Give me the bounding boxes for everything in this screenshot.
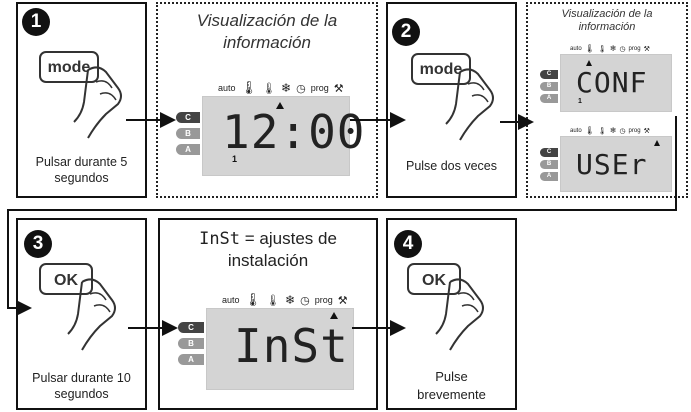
lcd-display — [206, 308, 354, 390]
indicator-arrow-icon — [330, 312, 338, 319]
mode-a-indicator: A — [178, 354, 204, 365]
mode-b-indicator: B — [540, 82, 558, 91]
ok-button-label: OK — [422, 272, 446, 289]
display-icon-row: auto 🌡 🌡 ❄ ◷ prog ⚒ — [570, 44, 650, 53]
mode-button-label: mode — [48, 59, 91, 76]
thermometer-small-icon: 🌡 — [262, 82, 277, 95]
step-3-panel: 3 OK Pulsar durante 10 segundos — [16, 218, 147, 410]
mode-a-indicator: A — [176, 144, 200, 155]
mode-b-indicator: B — [178, 338, 204, 349]
step-number: 1 — [22, 8, 50, 36]
auto-label: auto — [218, 83, 236, 93]
visualization-title: Visualización de la información — [196, 11, 338, 52]
inst-description: = ajustes de instalación — [227, 229, 337, 270]
thermometer-icon: 🌡 — [584, 44, 595, 53]
mode-a-indicator: A — [540, 172, 558, 181]
hand-pressing-button-icon: mode — [39, 51, 122, 139]
prog-label: prog — [310, 83, 329, 93]
config-display-panel: Visualización de la información auto 🌡 🌡… — [526, 2, 688, 198]
display-icon-row: auto 🌡 🌡 ❄ ◷ prog ⚒ — [218, 80, 344, 96]
hand-pressing-button-icon: mode — [411, 53, 494, 141]
thermometer-icon: 🌡 — [240, 80, 258, 95]
step-1-panel: 1 mode Pulsar durante 5 segundos — [16, 2, 147, 198]
hand-pressing-button-icon: OK — [407, 263, 484, 351]
thermometer-small-icon: 🌡 — [597, 45, 607, 53]
step-2-caption: Pulse dos veces — [405, 159, 498, 173]
thermometer-small-icon: 🌡 — [597, 127, 607, 135]
day-number: 1 — [578, 98, 582, 105]
mode-c-indicator: C — [540, 148, 558, 157]
step-1-caption: Pulsar durante 5 segundos — [35, 155, 128, 185]
snowflake-icon: ❄ — [609, 44, 617, 53]
wrench-icon: ⚒ — [333, 82, 344, 95]
inst-code: InSt — [199, 229, 241, 249]
installation-title: InSt = ajustes de instalación — [160, 228, 376, 272]
step-number: 2 — [392, 18, 420, 46]
hand-pressing-button-icon: OK — [39, 263, 116, 351]
visualization-title-small: Visualización de la información — [561, 8, 653, 33]
thermometer-icon: 🌡 — [244, 292, 262, 307]
wrench-icon: ⚒ — [643, 45, 650, 53]
mode-b-indicator: B — [176, 128, 200, 139]
step-number: 3 — [24, 230, 52, 258]
lcd-display-conf — [560, 54, 672, 112]
step-2-panel: 2 mode Pulse dos veces — [386, 2, 517, 198]
lcd-display-user — [560, 136, 672, 192]
clock-icon: ◷ — [300, 294, 310, 307]
step-number: 4 — [394, 230, 422, 258]
mode-c-indicator: C — [540, 70, 558, 79]
lcd-inst: InSt — [234, 319, 349, 373]
indicator-arrow-icon — [276, 102, 284, 109]
snowflake-icon: ❄ — [609, 126, 617, 135]
step-4-caption: Pulse brevemente — [417, 369, 486, 402]
step-4-panel: 4 OK Pulse brevemente — [386, 218, 517, 410]
snowflake-icon: ❄ — [285, 293, 296, 307]
lcd-user: USEr — [576, 148, 648, 181]
indicator-arrow-icon — [654, 140, 660, 146]
display-icon-row: auto 🌡 🌡 ❄ ◷ prog ⚒ — [570, 126, 650, 135]
mode-b-indicator: B — [540, 160, 558, 169]
clock-icon: ◷ — [619, 45, 626, 53]
mode-c-indicator: C — [176, 112, 200, 123]
wrench-icon: ⚒ — [643, 127, 650, 135]
arrow-config-to-step3 — [7, 116, 677, 316]
indicator-arrow-icon — [586, 60, 592, 66]
installation-panel: InSt = ajustes de instalación auto 🌡 🌡 ❄… — [158, 218, 378, 410]
lcd-time: 12:00 — [222, 105, 366, 159]
day-number: 1 — [232, 154, 238, 164]
thermometer-icon: 🌡 — [584, 126, 595, 135]
lcd-display — [202, 96, 350, 176]
thermometer-small-icon: 🌡 — [266, 294, 281, 307]
visualization-panel: Visualización de la información auto 🌡 🌡… — [156, 2, 378, 198]
step-3-caption: Pulsar durante 10 segundos — [32, 371, 131, 401]
lcd-conf: CONF — [576, 66, 648, 99]
mode-c-indicator: C — [178, 322, 204, 333]
snowflake-icon: ❄ — [281, 81, 292, 95]
display-icon-row: auto 🌡 🌡 ❄ ◷ prog ⚒ — [222, 292, 348, 307]
wrench-icon: ⚒ — [337, 294, 348, 307]
mode-button-label: mode — [420, 61, 463, 78]
clock-icon: ◷ — [619, 127, 626, 135]
ok-button-label: OK — [54, 272, 78, 289]
clock-icon: ◷ — [296, 82, 306, 95]
mode-a-indicator: A — [540, 94, 558, 103]
